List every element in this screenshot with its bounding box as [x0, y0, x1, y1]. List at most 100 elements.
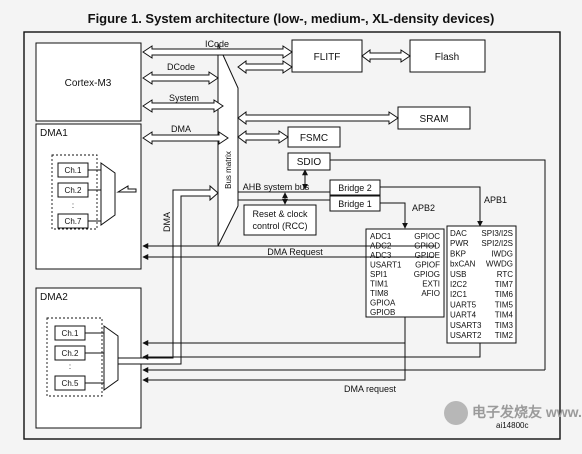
apb1-peripherals-block — [446, 225, 517, 344]
apb1-left-item-0: DAC — [450, 229, 467, 238]
figure-title: Figure 1. System architecture (low-, med… — [88, 11, 495, 26]
dma1-ch2-label: Ch.2 — [65, 186, 82, 195]
dma1-channel-group — [51, 154, 98, 230]
sram-label: SRAM — [420, 114, 449, 125]
apb2-label: APB2 — [412, 203, 435, 213]
bridge1-label: Bridge 1 — [338, 199, 372, 209]
ahb-bus: AHB system bus APB1 APB2 — [238, 159, 546, 370]
apb2-right-item-4: GPIOG — [414, 270, 440, 279]
apb1-right-item-6: TIM6 — [495, 290, 514, 299]
apb1-right-item-9: TIM3 — [495, 321, 514, 330]
apb2-left-item-2: ADC3 — [370, 251, 392, 260]
dma-request-bottom-label: DMA request — [344, 384, 397, 394]
ahb-label: AHB system bus — [243, 182, 310, 192]
dma2-bus-arrow — [117, 184, 219, 365]
watermark: 电子发烧友 www.elecfans.com — [444, 401, 582, 425]
dma-bus-label: DMA — [171, 124, 191, 134]
flitf-flash-arrow — [361, 49, 411, 63]
dcode-arrow — [142, 71, 219, 85]
apb1-left-item-10: USART2 — [450, 331, 482, 340]
apb2-left-item-5: TIM1 — [370, 280, 389, 289]
matrix-flitf-arrow — [237, 60, 293, 74]
dma1-ch7-label: Ch.7 — [65, 217, 82, 226]
fsmc-label: FSMC — [300, 133, 328, 144]
apb1-left-item-1: PWR — [450, 239, 469, 248]
apb2-left-item-3: USART1 — [370, 261, 402, 270]
dma1-bus-arrow — [142, 131, 229, 145]
apb1-left-item-4: USB — [450, 270, 466, 279]
system-label: System — [169, 93, 199, 103]
apb2-left-item-4: SPI1 — [370, 270, 388, 279]
diagram-frame — [23, 31, 561, 440]
apb2-left-item-8: GPIOB — [370, 308, 395, 317]
apb1-left-item-6: I2C1 — [450, 290, 467, 299]
apb1-peripherals-left: DACPWRBKPbxCANUSBI2C2I2C1UART5UART4USART… — [450, 229, 482, 340]
apb1-label: APB1 — [484, 195, 507, 205]
apb1-right-item-8: TIM4 — [495, 311, 514, 320]
dma-request-top-label: DMA Request — [267, 247, 323, 257]
dma2-channel-group — [46, 317, 103, 397]
icode-arrow — [142, 45, 293, 59]
apb1-left-item-5: I2C2 — [450, 280, 467, 289]
flitf-label: FLITF — [314, 52, 341, 63]
apb2-peripherals-block — [365, 228, 445, 318]
watermark-text: 电子发烧友 www.elecfans.com — [472, 404, 582, 420]
matrix-fsmc-arrow — [237, 130, 289, 144]
bus-matrix-label: Bus matrix — [224, 151, 233, 189]
apb1-left-item-8: UART4 — [450, 311, 477, 320]
dma-request-lines: DMA Request DMA request — [142, 243, 545, 394]
dma2-ch5-label: Ch.5 — [62, 379, 79, 388]
figure-id: ai14800c — [496, 421, 528, 430]
flash-block — [409, 39, 486, 73]
dma2-arbiter — [103, 325, 119, 391]
icode-label: ICode — [205, 39, 229, 49]
flitf-block — [291, 39, 363, 73]
apb1-right-item-0: SPI3/I2S — [481, 229, 513, 238]
sdio-label: SDIO — [297, 157, 322, 168]
apb2-right-item-6: AFIO — [421, 289, 440, 298]
flash-label: Flash — [435, 52, 459, 63]
apb2-left-item-0: ADC1 — [370, 232, 392, 241]
dma1-arbiter — [100, 162, 116, 226]
cortex-m3-block — [35, 42, 142, 122]
apb2-left-item-7: GPIOA — [370, 299, 396, 308]
matrix-sram-arrow — [237, 111, 399, 125]
dma2-label: DMA2 — [40, 292, 68, 303]
dma2-ch2-label: Ch.2 — [62, 349, 79, 358]
rcc-label-line1: Reset & clock — [252, 209, 308, 219]
apb1-left-item-2: BKP — [450, 249, 466, 258]
apb1-right-item-5: TIM7 — [495, 280, 514, 289]
rcc-block — [243, 204, 317, 236]
apb2-right-item-0: GPIOC — [414, 232, 440, 241]
apb2-right-item-3: GPIOF — [415, 261, 440, 270]
dma2-channels: Ch.1 Ch.2 : Ch.5 — [46, 317, 119, 397]
apb1-right-item-2: IWDG — [491, 249, 513, 258]
sdio-block — [287, 152, 331, 171]
dma1-ch1-label: Ch.1 — [65, 166, 82, 175]
apb1-right-item-4: RTC — [497, 270, 514, 279]
dma2-ch1-label: Ch.1 — [62, 329, 79, 338]
apb1-left-item-7: UART5 — [450, 300, 477, 309]
apb1-right-item-10: TIM2 — [495, 331, 514, 340]
apb2-right-item-2: GPIOE — [415, 251, 440, 260]
rcc-label-line2: control (RCC) — [252, 221, 307, 231]
bridge2-label: Bridge 2 — [338, 183, 372, 193]
watermark-logo-icon — [444, 401, 468, 425]
dcode-label: DCode — [167, 62, 195, 72]
dma-vertical-label: DMA — [162, 212, 172, 232]
apb1-right-item-3: WWDG — [486, 260, 513, 269]
apb2-left-item-6: TIM8 — [370, 289, 389, 298]
bus-arrows: ICode DCode System DMA DMA — [116, 39, 411, 365]
system-bus-arrow — [142, 99, 224, 113]
apb1-left-item-9: USART3 — [450, 321, 482, 330]
bus-matrix — [217, 43, 239, 247]
dma1-label: DMA1 — [40, 128, 68, 139]
dma1-out-arrow — [116, 185, 137, 193]
dma1-channels: Ch.1 Ch.2 : Ch.7 — [51, 154, 116, 230]
apb1-left-item-3: bxCAN — [450, 260, 476, 269]
apb1-right-item-1: SPI2/I2S — [481, 239, 513, 248]
apb1-right-item-7: TIM5 — [495, 300, 514, 309]
